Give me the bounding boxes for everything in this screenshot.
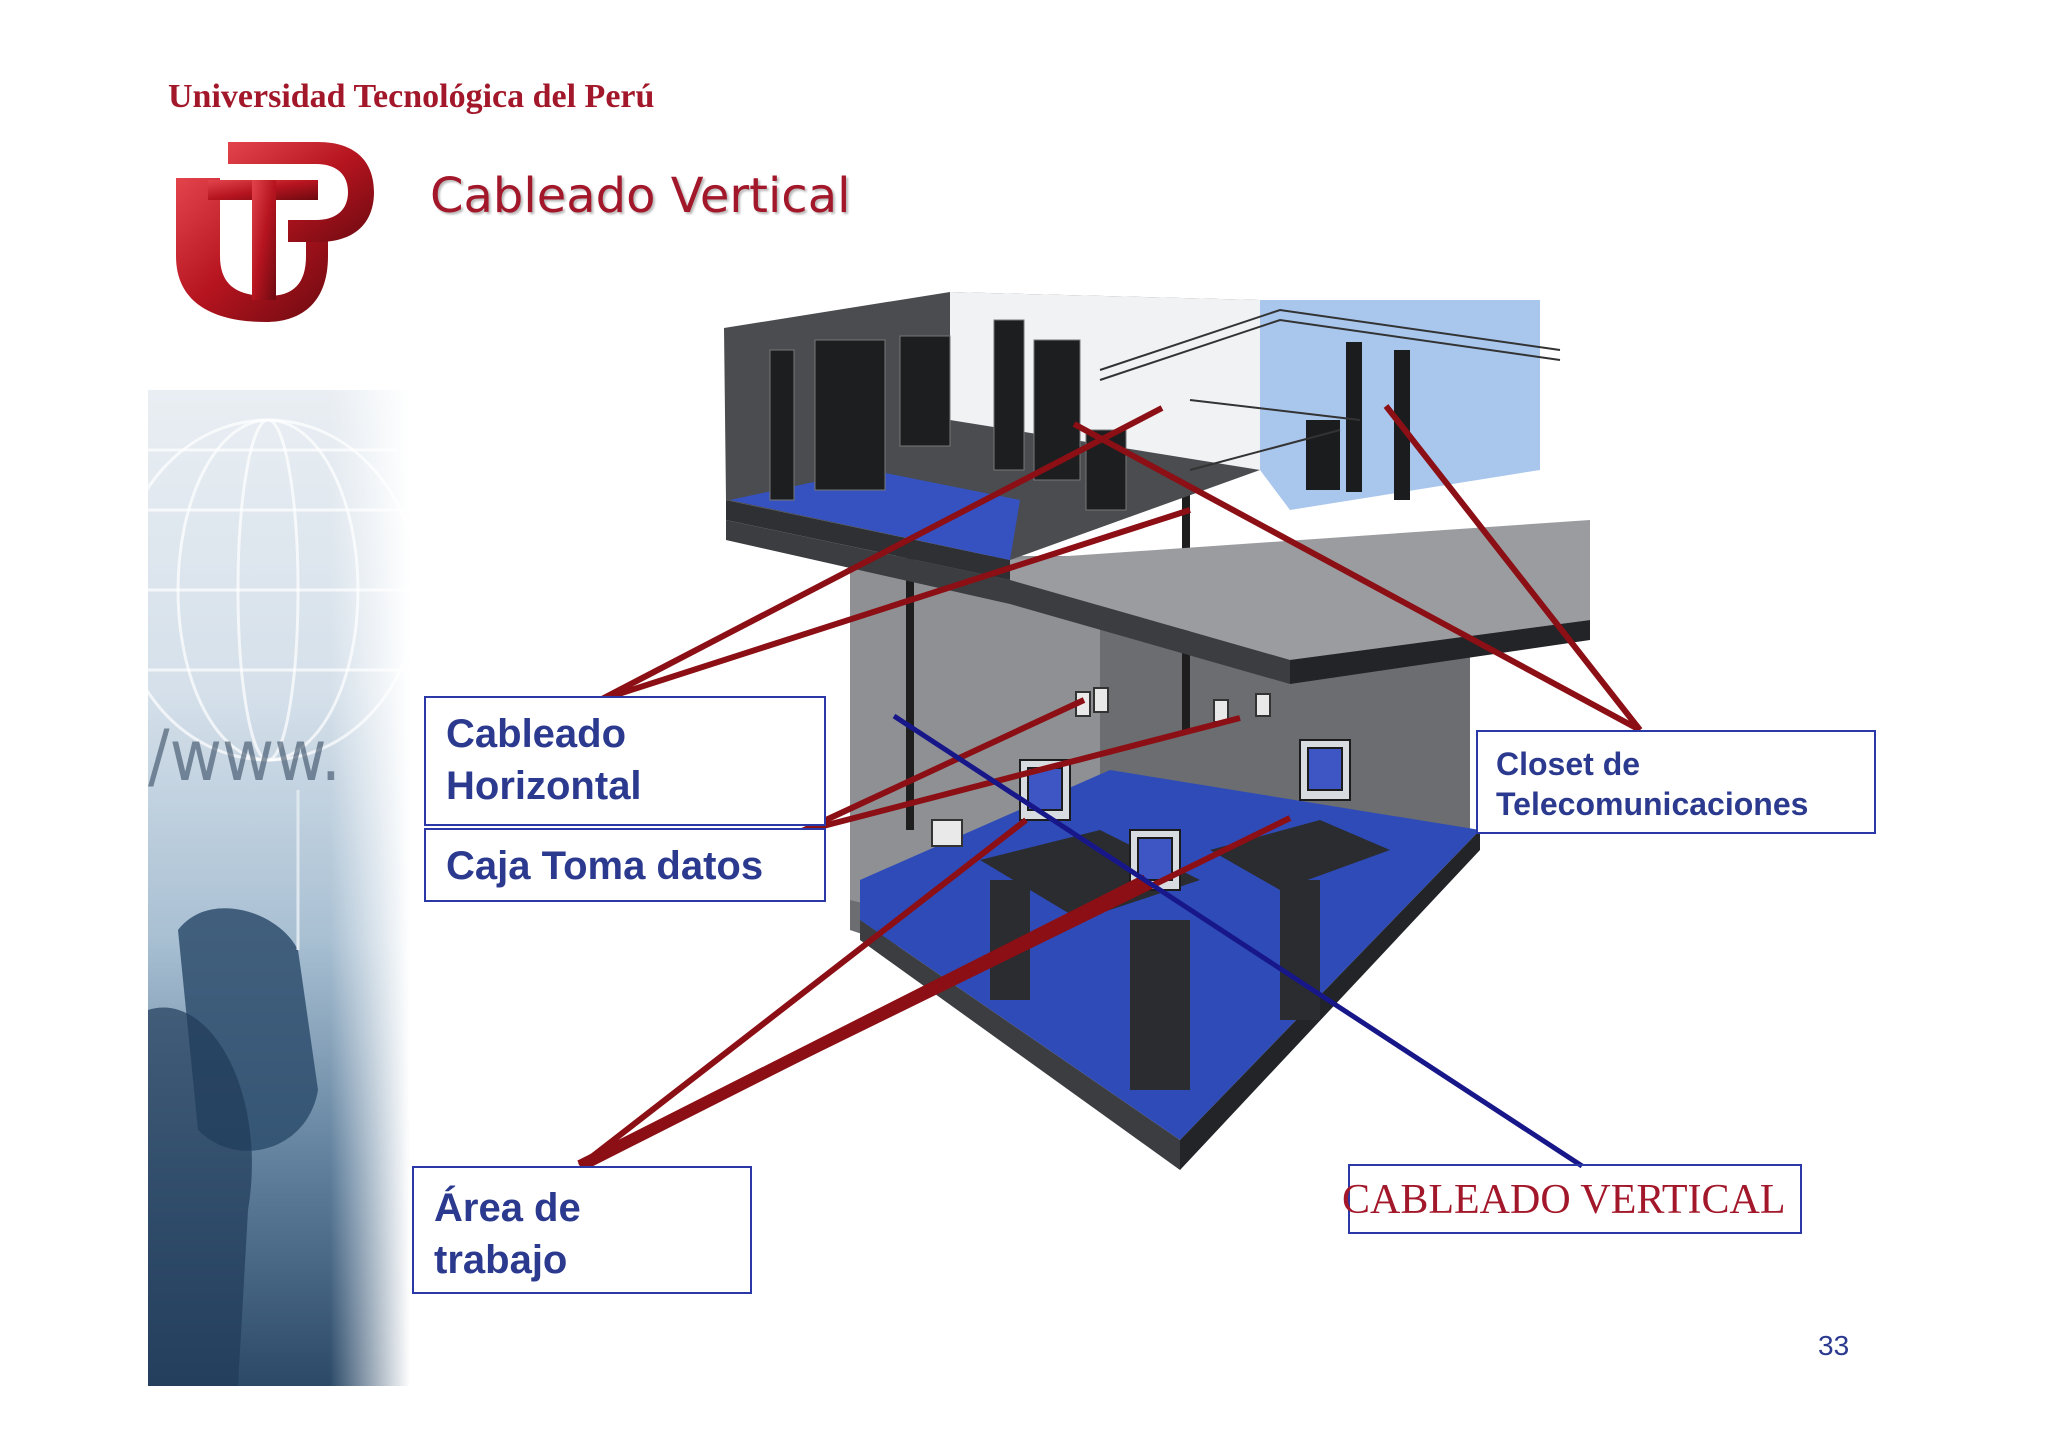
- monitor-icons: [1019, 739, 1351, 891]
- upper-room-carpet: [730, 470, 1020, 560]
- slide-title: Cableado Vertical: [430, 168, 851, 224]
- utp-logo-icon: [176, 142, 374, 322]
- callout-closet-line1: Closet de: [1496, 746, 1641, 782]
- upper-slab-edge-right: [1290, 620, 1590, 684]
- arrow-horizontal-1: [598, 405, 1164, 703]
- server-rack-icons: [769, 319, 1127, 511]
- callout-cableado-vertical-label: CABLEADO VERTICAL: [1342, 1177, 1786, 1223]
- arrow-caja-2: [799, 715, 1241, 835]
- callout-horizontal-line1: Cableado: [446, 712, 627, 756]
- arrow-area-1: [578, 817, 1028, 1169]
- callout-horizontal-line2: Horizontal: [446, 764, 642, 808]
- arrow-closet-1: [1072, 421, 1642, 733]
- upper-room-white-wall: [950, 292, 1260, 470]
- university-name: Universidad Tecnológica del Perú: [168, 78, 655, 115]
- upper-slab-front-left: [726, 500, 1010, 580]
- arrow-area-3: [578, 815, 1292, 1169]
- callout-area-line2: trabajo: [434, 1238, 568, 1282]
- callout-area-line1: Área de: [434, 1186, 581, 1230]
- www-text: /www.: [148, 716, 342, 798]
- red-callout-arrows: [577, 404, 1643, 1172]
- page-number: 33: [1818, 1330, 1850, 1361]
- blue-vertical-arrow: [892, 713, 1584, 1169]
- callout-area-de-trabajo: Área de trabajo: [412, 1166, 752, 1294]
- side-strip-fade: [330, 390, 410, 1386]
- callout-cableado-vertical-box: [1348, 1164, 1802, 1234]
- vertical-riser-left: [906, 510, 914, 830]
- arrow-horizontal-2: [599, 507, 1191, 703]
- callout-closet-telecomunicaciones: Closet de Telecomunicaciones: [1476, 730, 1876, 834]
- callout-closet-line2: Telecomunicaciones: [1496, 786, 1809, 822]
- arrow-caja-1: [798, 697, 1086, 835]
- callout-cableado-horizontal: Cableado Horizontal: [424, 696, 826, 826]
- callout-caja-label: Caja Toma datos: [446, 844, 764, 888]
- arrow-closet-2: [1383, 404, 1643, 732]
- data-outlet-icons: [931, 687, 1271, 847]
- ceiling-cable-trays: [1099, 308, 1561, 471]
- callout-caja-toma-datos: Caja Toma datos: [424, 828, 826, 902]
